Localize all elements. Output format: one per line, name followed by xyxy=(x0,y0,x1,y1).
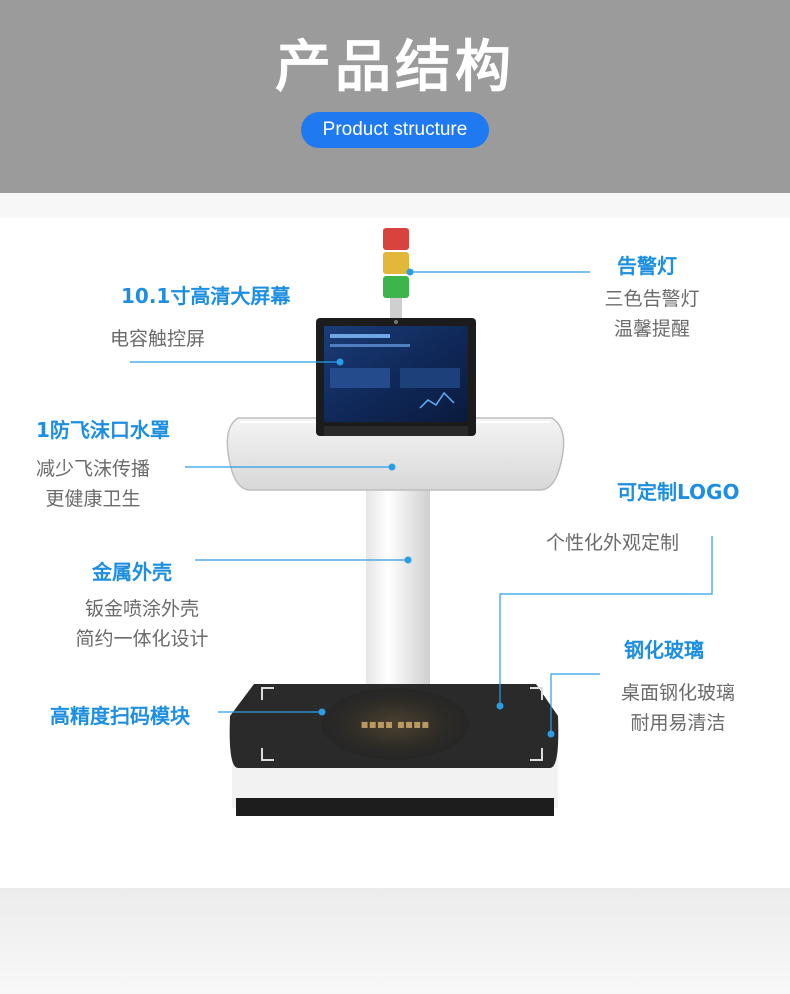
footer-strip xyxy=(0,888,790,994)
feature-logo-title: 可定制LOGO xyxy=(617,480,740,504)
feature-mask-title: 1防飞沫口水罩 xyxy=(36,418,170,442)
feature-glass-desc2: 耐用易清洁 xyxy=(630,712,726,734)
divider-band xyxy=(0,193,790,218)
product-area: ▪▪▪▪ ▪▪▪▪ 10.1寸高清大屏幕 电容触控屏 1防飞沫口水罩 减少飞沫传… xyxy=(0,218,790,888)
feature-shell-desc2: 简约一体化设计 xyxy=(75,628,209,650)
subtitle-pill: Product structure xyxy=(301,112,489,148)
base-platform: ▪▪▪▪ ▪▪▪▪ xyxy=(229,684,559,816)
feature-light-title: 告警灯 xyxy=(617,254,677,278)
feature-shell-desc1: 钣金喷涂外壳 xyxy=(84,598,199,620)
feature-mask-desc1: 减少飞沫传播 xyxy=(35,458,150,480)
feature-screen-desc: 电容触控屏 xyxy=(110,328,206,350)
warning-light xyxy=(383,228,409,318)
feature-screen-title: 10.1寸高清大屏幕 xyxy=(121,284,291,308)
feature-scanner-title: 高精度扫码模块 xyxy=(50,704,190,728)
kiosk-illustration: ▪▪▪▪ ▪▪▪▪ xyxy=(130,228,713,816)
leader-dots xyxy=(318,268,555,738)
feature-light-desc1: 三色告警灯 xyxy=(604,288,700,310)
feature-logo-desc: 个性化外观定制 xyxy=(546,532,680,554)
feature-light-desc2: 温馨提醒 xyxy=(613,318,690,340)
page-title: 产品结构 xyxy=(275,35,515,100)
svg-text:▪▪▪▪ ▪▪▪▪: ▪▪▪▪ ▪▪▪▪ xyxy=(361,717,430,731)
feature-mask-desc2: 更健康卫生 xyxy=(45,488,141,510)
feature-shell-title: 金属外壳 xyxy=(92,560,172,584)
feature-glass-desc1: 桌面钢化玻璃 xyxy=(620,682,735,704)
header-banner: 产品结构 Product structure xyxy=(0,0,790,193)
touch-screen xyxy=(316,318,476,436)
feature-glass-title: 钢化玻璃 xyxy=(624,638,704,662)
leader-lines xyxy=(130,271,713,734)
